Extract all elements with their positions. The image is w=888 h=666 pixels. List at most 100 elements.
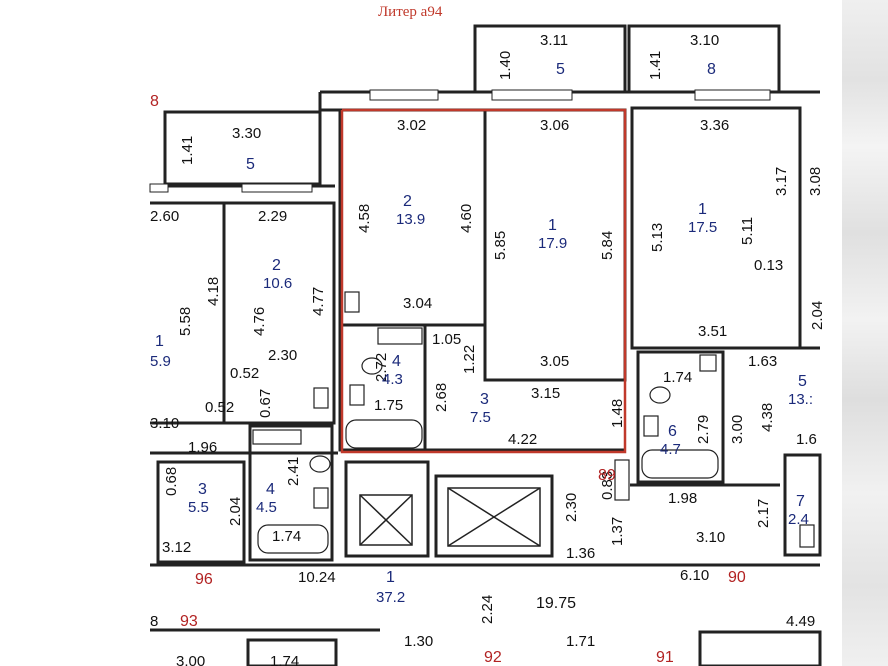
dim-label: 2.24 bbox=[479, 595, 496, 624]
dim-label: 3.10 bbox=[150, 415, 179, 432]
apartment-number: 90 bbox=[728, 569, 746, 586]
apartment-numbers: 8 96 90 89 93 92 91 bbox=[150, 93, 746, 666]
room-number: 3 bbox=[480, 391, 489, 408]
dim-label: 5.58 bbox=[177, 307, 194, 336]
dim-label: 1.36 bbox=[566, 545, 595, 562]
dim-label: 2.79 bbox=[695, 415, 712, 444]
dimension-labels: 3.11 3.10 1.40 1.41 3.30 1.41 3.02 3.06 … bbox=[150, 32, 826, 666]
room-area: 17.5 bbox=[688, 219, 717, 236]
dim-label: 3.11 bbox=[540, 32, 568, 49]
dim-label: 2.04 bbox=[809, 301, 826, 330]
dim-label: 4.22 bbox=[508, 431, 537, 448]
room-number: 6 bbox=[668, 423, 677, 440]
dim-label: 4.38 bbox=[759, 403, 776, 432]
apartment-number: 93 bbox=[180, 613, 198, 630]
apartment-number: 91 bbox=[656, 649, 674, 666]
room-number: 2 bbox=[403, 193, 412, 210]
room-area: 5.5 bbox=[188, 499, 209, 516]
elevator-crosses bbox=[359, 487, 541, 547]
dim-label: 2.29 bbox=[258, 208, 287, 225]
windows bbox=[149, 89, 771, 193]
dim-label: 3.02 bbox=[397, 117, 426, 134]
dim-label: 5.85 bbox=[492, 231, 509, 260]
dim-label: 0.67 bbox=[257, 389, 274, 418]
dim-label: 0.52 bbox=[205, 399, 234, 416]
room-area: 13.: bbox=[788, 391, 813, 408]
dim-label: 6.10 bbox=[680, 567, 709, 584]
block-title: Литер а94 bbox=[378, 4, 443, 20]
dim-label: 3.10 bbox=[696, 529, 725, 546]
dim-label: 3.30 bbox=[232, 125, 261, 142]
room-area: 4.5 bbox=[256, 499, 277, 516]
dim-label: 0.52 bbox=[230, 365, 259, 382]
apartment-number: 92 bbox=[484, 649, 502, 666]
dim-label: 5.84 bbox=[599, 231, 616, 260]
dim-label: 19.75 bbox=[536, 595, 576, 612]
apartment-number: 96 bbox=[195, 571, 213, 588]
room-area: 17.9 bbox=[538, 235, 567, 252]
dim-label: 4.76 bbox=[251, 307, 268, 336]
dim-label: 3.05 bbox=[540, 353, 569, 370]
dim-label: 3.00 bbox=[729, 415, 746, 444]
dim-label: 0.13 bbox=[754, 257, 783, 274]
dim-label: 2.68 bbox=[433, 383, 450, 412]
dim-label: 4.18 bbox=[205, 277, 222, 306]
dim-label: 3.00 bbox=[176, 653, 205, 666]
dim-label: 4.49 bbox=[786, 613, 815, 630]
dim-label: 1.41 bbox=[179, 136, 196, 165]
apartment-number: 89 bbox=[598, 467, 616, 484]
dim-label: 2.04 bbox=[227, 497, 244, 526]
dim-label: 1.30 bbox=[404, 633, 433, 650]
room-number: 7 bbox=[796, 493, 805, 510]
dim-label: 1.48 bbox=[609, 399, 626, 428]
room-labels: 5 8 5 2 13.9 1 17.9 1 17.5 2 10.6 1 5.9 … bbox=[150, 61, 813, 606]
room-number: 4 bbox=[266, 481, 275, 498]
room-number: 5 bbox=[798, 373, 807, 390]
dim-label: 1.75 bbox=[374, 397, 403, 414]
selected-apartment-outline bbox=[340, 108, 627, 454]
dim-label: 1.74 bbox=[663, 369, 692, 386]
room-area: 4.7 bbox=[660, 441, 681, 458]
dim-label: 5.11 bbox=[739, 217, 756, 245]
walls bbox=[150, 24, 822, 666]
room-number: 1 bbox=[548, 217, 557, 234]
fixtures bbox=[252, 291, 815, 554]
room-number: 3 bbox=[198, 481, 207, 498]
room-area: 10.6 bbox=[263, 275, 292, 292]
dim-label: 2.17 bbox=[755, 499, 772, 528]
dim-label: 2.41 bbox=[285, 457, 302, 486]
dim-label: 10.24 bbox=[298, 569, 336, 586]
dim-label: 1.22 bbox=[461, 345, 478, 374]
dim-label: 1.05 bbox=[432, 331, 461, 348]
room-area: 5.9 bbox=[150, 353, 171, 370]
dim-label: 8 bbox=[150, 613, 158, 630]
dim-label: 5.13 bbox=[649, 223, 666, 252]
dim-label: 1.74 bbox=[270, 653, 299, 666]
dim-label: 4.77 bbox=[310, 287, 327, 316]
room-number: 1 bbox=[386, 569, 395, 586]
room-area: 37.2 bbox=[376, 589, 405, 606]
dim-label: 3.10 bbox=[690, 32, 719, 49]
room-number: 5 bbox=[556, 61, 565, 78]
room-number: 2 bbox=[272, 257, 281, 274]
dim-label: 1.6 bbox=[796, 431, 817, 448]
dim-label: 2.30 bbox=[268, 347, 297, 364]
dim-label: 4.58 bbox=[356, 204, 373, 233]
dim-label: 3.51 bbox=[698, 323, 727, 340]
dim-label: 0.68 bbox=[163, 467, 180, 496]
dim-label: 1.41 bbox=[647, 51, 664, 80]
room-number: 1 bbox=[155, 333, 164, 350]
dim-label: 3.04 bbox=[403, 295, 432, 312]
room-area: 7.5 bbox=[470, 409, 491, 426]
dim-label: 1.40 bbox=[497, 51, 514, 80]
room-area: 13.9 bbox=[396, 211, 425, 228]
dim-label: 4.60 bbox=[458, 204, 475, 233]
room-number: 1 bbox=[698, 201, 707, 218]
dim-label: 3.12 bbox=[162, 539, 191, 556]
dim-label: 0.83 bbox=[599, 471, 616, 500]
floor-plan: Литер а94 bbox=[149, 4, 826, 666]
apartment-number: 8 bbox=[150, 93, 159, 110]
dim-label: 3.06 bbox=[540, 117, 569, 134]
room-number: 5 bbox=[246, 156, 255, 173]
dim-label: 2.60 bbox=[150, 208, 179, 225]
